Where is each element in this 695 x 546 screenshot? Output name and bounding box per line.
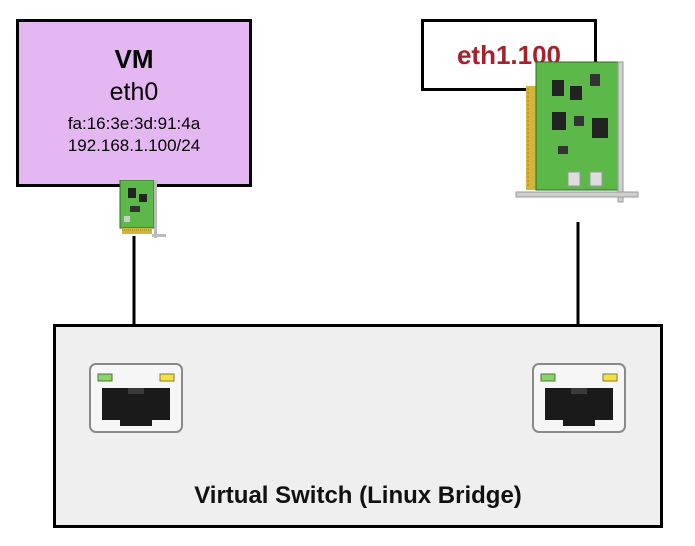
vm-title: VM (114, 44, 154, 74)
vm-box: VM eth0 fa:16:3e:3d:91:4a 192.168.1.100/… (16, 19, 252, 187)
switch-label: Virtual Switch (Linux Bridge) (194, 482, 522, 509)
vm-interface-name: eth0 (109, 78, 159, 106)
ethernet-port-icon (89, 363, 183, 433)
vm-mac-address: fa:16:3e:3d:91:4a (67, 114, 201, 133)
vm-ip-address: 192.168.1.100/24 (67, 136, 201, 155)
ethernet-port-icon (532, 363, 626, 433)
network-card-icon (515, 61, 639, 203)
network-card-icon (119, 180, 166, 238)
